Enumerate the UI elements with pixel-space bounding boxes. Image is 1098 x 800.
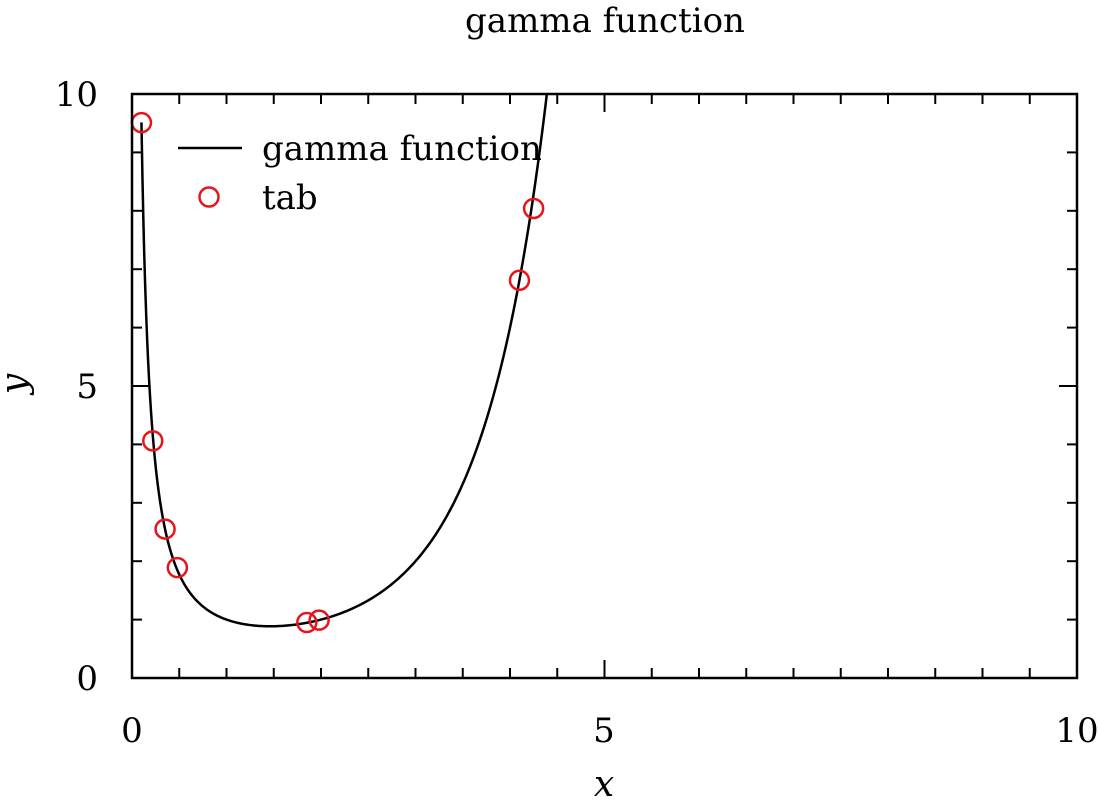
legend: gamma function tab bbox=[178, 129, 542, 218]
legend-marker-tab bbox=[198, 186, 220, 208]
plot-frame bbox=[130, 92, 1079, 680]
x-tick-label-5: 5 bbox=[593, 711, 615, 751]
y-axis-label: y bbox=[0, 373, 35, 396]
tick-marks bbox=[131, 93, 1078, 679]
series-points-tab bbox=[130, 111, 545, 634]
legend-label-gamma-function: gamma function bbox=[262, 129, 542, 169]
data-point-tab bbox=[296, 611, 318, 634]
y-tick-label-10: 10 bbox=[55, 75, 98, 115]
data-point-tab bbox=[142, 430, 164, 452]
x-axis-label: x bbox=[594, 764, 614, 800]
y-tick-label-0: 0 bbox=[76, 659, 98, 699]
data-point-tab bbox=[308, 609, 330, 631]
series-line-gamma-function bbox=[140, 93, 549, 628]
y-tick-label-5: 5 bbox=[76, 367, 98, 407]
data-point-tab bbox=[508, 269, 531, 292]
x-tick-label-0: 0 bbox=[121, 711, 143, 751]
data-point-tab bbox=[166, 556, 189, 579]
data-point-tab bbox=[522, 197, 545, 220]
x-tick-label-10: 10 bbox=[1055, 711, 1098, 751]
legend-label-tab: tab bbox=[262, 178, 318, 218]
data-point-tab bbox=[154, 518, 176, 540]
chart-title: gamma function bbox=[465, 1, 745, 41]
